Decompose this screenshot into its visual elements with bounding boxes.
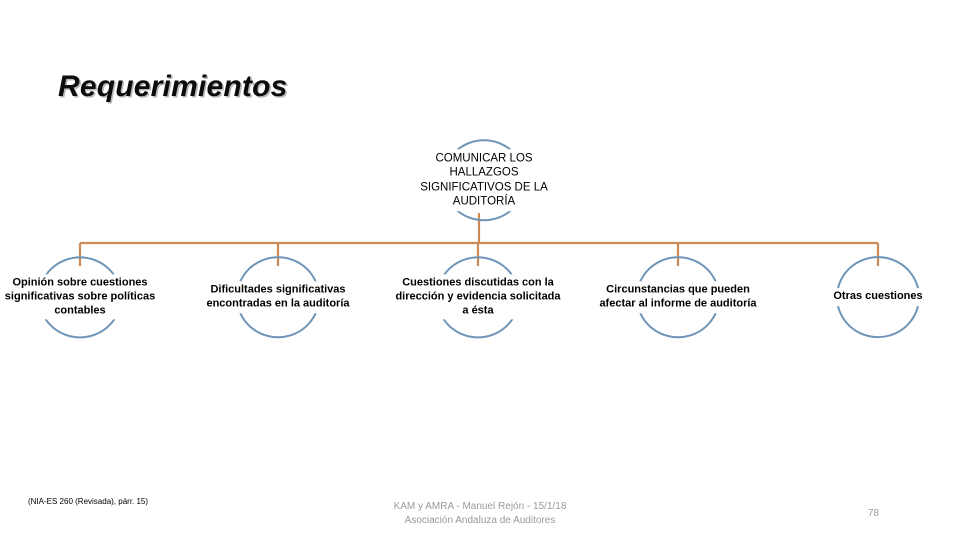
footer-center: KAM y AMRA - Manuel Rejón - 15/1/18 Asoc…	[0, 500, 960, 527]
page-title: Requerimientos	[58, 70, 288, 103]
node-leaf-label: Circunstancias que pueden afectar al inf…	[598, 281, 758, 313]
node-leaf-label: Cuestiones discutidas con la dirección y…	[394, 274, 562, 320]
node-leaf-cuestiones-discutidas-direccion[interactable]: Cuestiones discutidas con la dirección y…	[394, 256, 562, 338]
node-leaf-label: Dificultades significativas encontradas …	[197, 281, 359, 313]
node-leaf-label: Opinión sobre cuestiones significativas …	[0, 274, 163, 320]
node-leaf-label: Otras cuestiones	[822, 288, 934, 306]
node-leaf-dificultades-significativas[interactable]: Dificultades significativas encontradas …	[197, 256, 359, 338]
footer-center-line-2: Asociación Andaluza de Auditores	[404, 514, 556, 526]
node-leaf-otras-cuestiones[interactable]: Otras cuestiones	[822, 256, 934, 338]
footer-center-line-1: KAM y AMRA - Manuel Rejón - 15/1/18	[393, 501, 567, 512]
node-leaf-opinion-politicas-contables[interactable]: Opinión sobre cuestiones significativas …	[0, 256, 163, 338]
node-leaf-circunstancias-informe-auditoria[interactable]: Circunstancias que pueden afectar al inf…	[598, 256, 758, 338]
node-root[interactable]: COMUNICAR LOS HALLAZGOS SIGNIFICATIVOS D…	[409, 139, 559, 221]
node-root-label: COMUNICAR LOS HALLAZGOS SIGNIFICATIVOS D…	[409, 149, 559, 211]
page-number: 78	[868, 508, 880, 519]
footer-source-note: (NIA-ES 260 (Revisada), párr. 15)	[28, 497, 149, 506]
